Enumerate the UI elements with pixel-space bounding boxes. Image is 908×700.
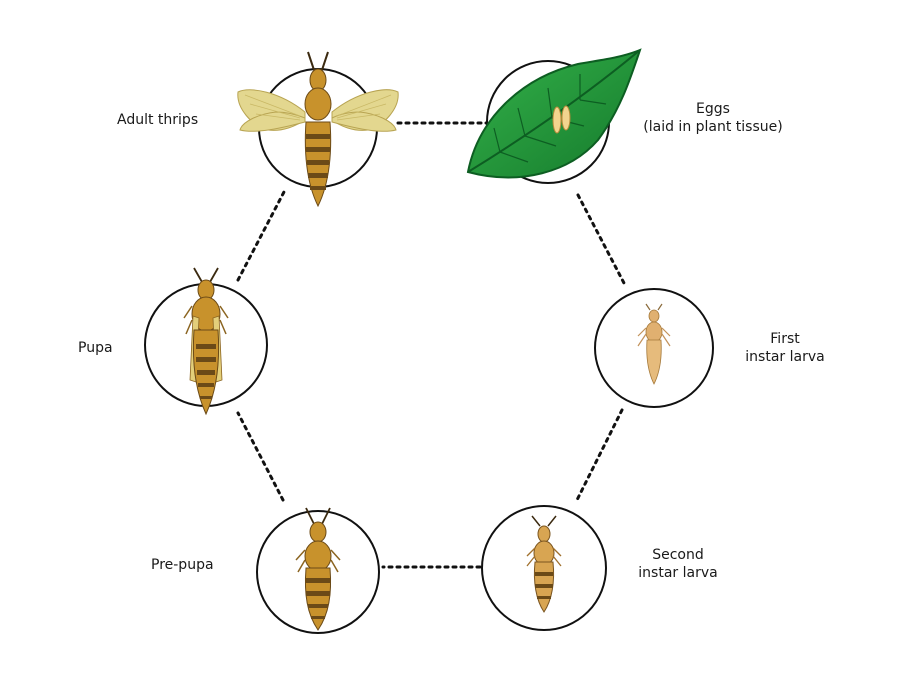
label-prepupa: Pre-pupa: [151, 557, 214, 573]
label-second-instar: Second instar larva: [618, 546, 738, 582]
label-eggs-line1: Eggs: [696, 101, 730, 117]
connector-first-second: [575, 408, 624, 502]
adult-thrips-icon: [237, 51, 399, 208]
cycle-connectors: [236, 121, 627, 569]
label-adult-thrips: Adult thrips: [117, 112, 199, 128]
label-eggs-line2: (laid in plant tissue): [643, 119, 783, 135]
connector-pupa-adult: [236, 188, 287, 282]
connector-prepupa-pupa: [236, 411, 285, 502]
label-second-line1: Second: [652, 547, 704, 563]
label-first-line1: First: [770, 331, 800, 347]
label-pupa: Pupa: [78, 340, 113, 356]
label-second-line2: instar larva: [638, 565, 718, 581]
label-eggs: Eggs (laid in plant tissue): [628, 100, 798, 136]
connector-eggs-first: [576, 193, 627, 287]
second-instar-larva-icon: [526, 515, 562, 613]
leaf-eggs-icon: [466, 48, 642, 179]
first-instar-larva-icon: [637, 303, 671, 385]
label-first-line2: instar larva: [745, 349, 825, 365]
label-first-instar: First instar larva: [730, 330, 840, 366]
prepupa-icon: [295, 507, 341, 631]
pupa-icon: [183, 267, 229, 416]
